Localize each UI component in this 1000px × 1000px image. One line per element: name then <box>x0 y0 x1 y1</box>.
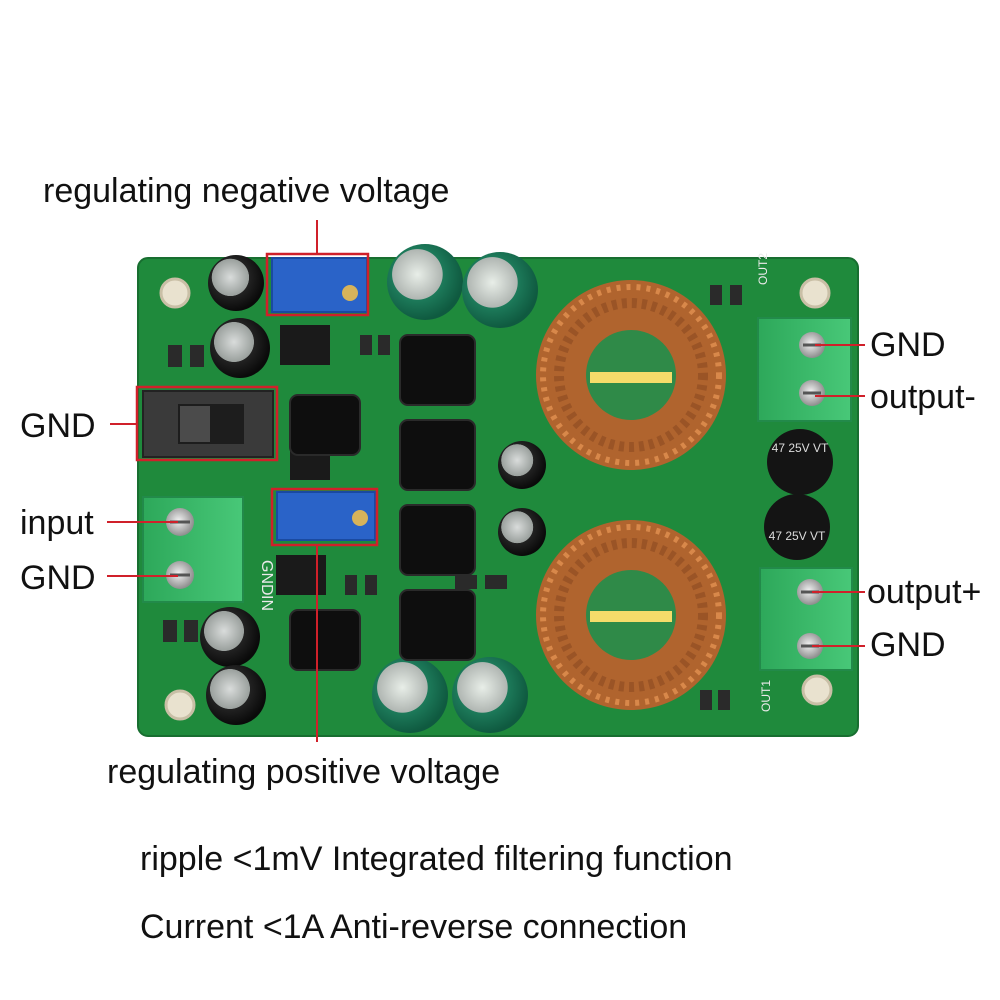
potentiometer-positive <box>276 491 376 541</box>
silk-in: IN <box>258 595 275 611</box>
label-input: input <box>20 504 94 542</box>
output-terminal-block-bottom <box>759 567 853 671</box>
smd-components <box>163 285 742 710</box>
silk-out2: OUT2 <box>756 253 770 285</box>
green-capacitors <box>372 244 538 733</box>
mounting-holes <box>159 277 833 721</box>
potentiometer-negative <box>271 257 368 313</box>
cap-top-marking: 47 25V VT <box>772 441 829 455</box>
caption-line-2: Current <1A Anti-reverse connection <box>140 908 688 946</box>
caption-line-1: ripple <1mV Integrated filtering functio… <box>140 840 733 878</box>
power-inductors <box>289 334 476 671</box>
label-gnd-input: GND <box>20 559 96 597</box>
toroid-inductor-bottom <box>536 520 726 710</box>
label-output-minus: output- <box>870 378 976 416</box>
label-gnd-output-bottom: GND <box>870 626 946 664</box>
large-black-capacitors: 47 25V VT 47 25V VT <box>764 429 833 560</box>
silk-out1: OUT1 <box>759 680 773 712</box>
ic-chips <box>276 325 330 595</box>
output-terminal-block-top <box>757 317 852 422</box>
callout-box-positive <box>270 487 379 547</box>
label-gnd-output-top: GND <box>870 326 946 364</box>
cap-bottom-marking: 47 25V VT <box>769 529 826 543</box>
label-regulating-negative: regulating negative voltage <box>43 172 450 210</box>
toroid-inductor-top <box>536 280 726 470</box>
input-terminal-block <box>142 496 244 603</box>
silk-gnd: GND <box>258 560 275 596</box>
slide-switch <box>142 390 274 458</box>
label-gnd-switch: GND <box>20 407 96 445</box>
small-capacitors <box>200 255 546 725</box>
label-output-plus: output+ <box>867 573 982 611</box>
label-regulating-positive: regulating positive voltage <box>107 753 501 791</box>
